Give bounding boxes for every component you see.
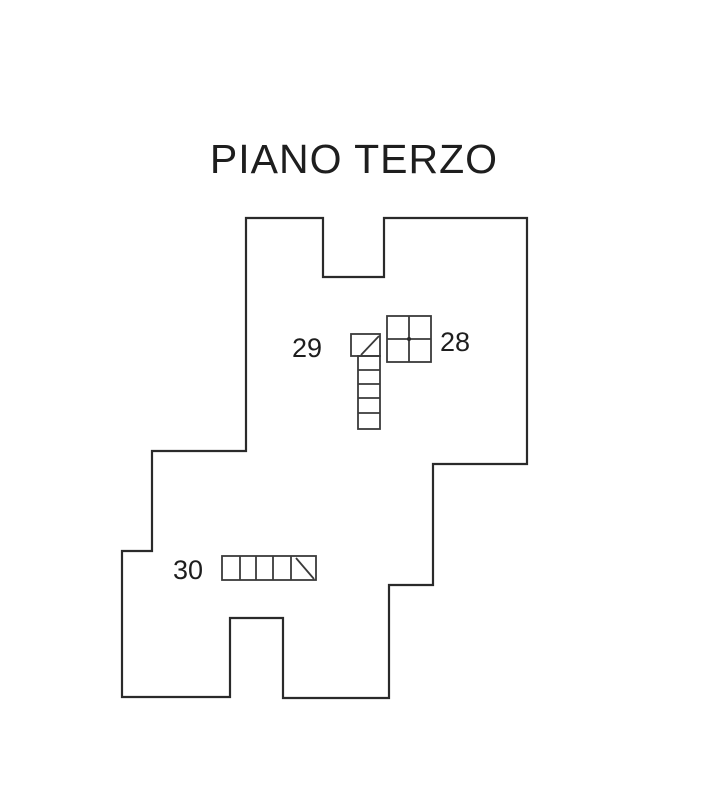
floor-title: PIANO TERZO xyxy=(209,136,499,182)
window-28-label: 28 xyxy=(440,327,471,357)
stair-29-label: 29 xyxy=(292,333,323,363)
stair-30-icon xyxy=(221,555,317,581)
floor-outline xyxy=(120,216,529,700)
stair-29-icon xyxy=(350,333,381,430)
window-28-icon xyxy=(386,315,432,363)
stair-30-label: 30 xyxy=(173,555,204,585)
